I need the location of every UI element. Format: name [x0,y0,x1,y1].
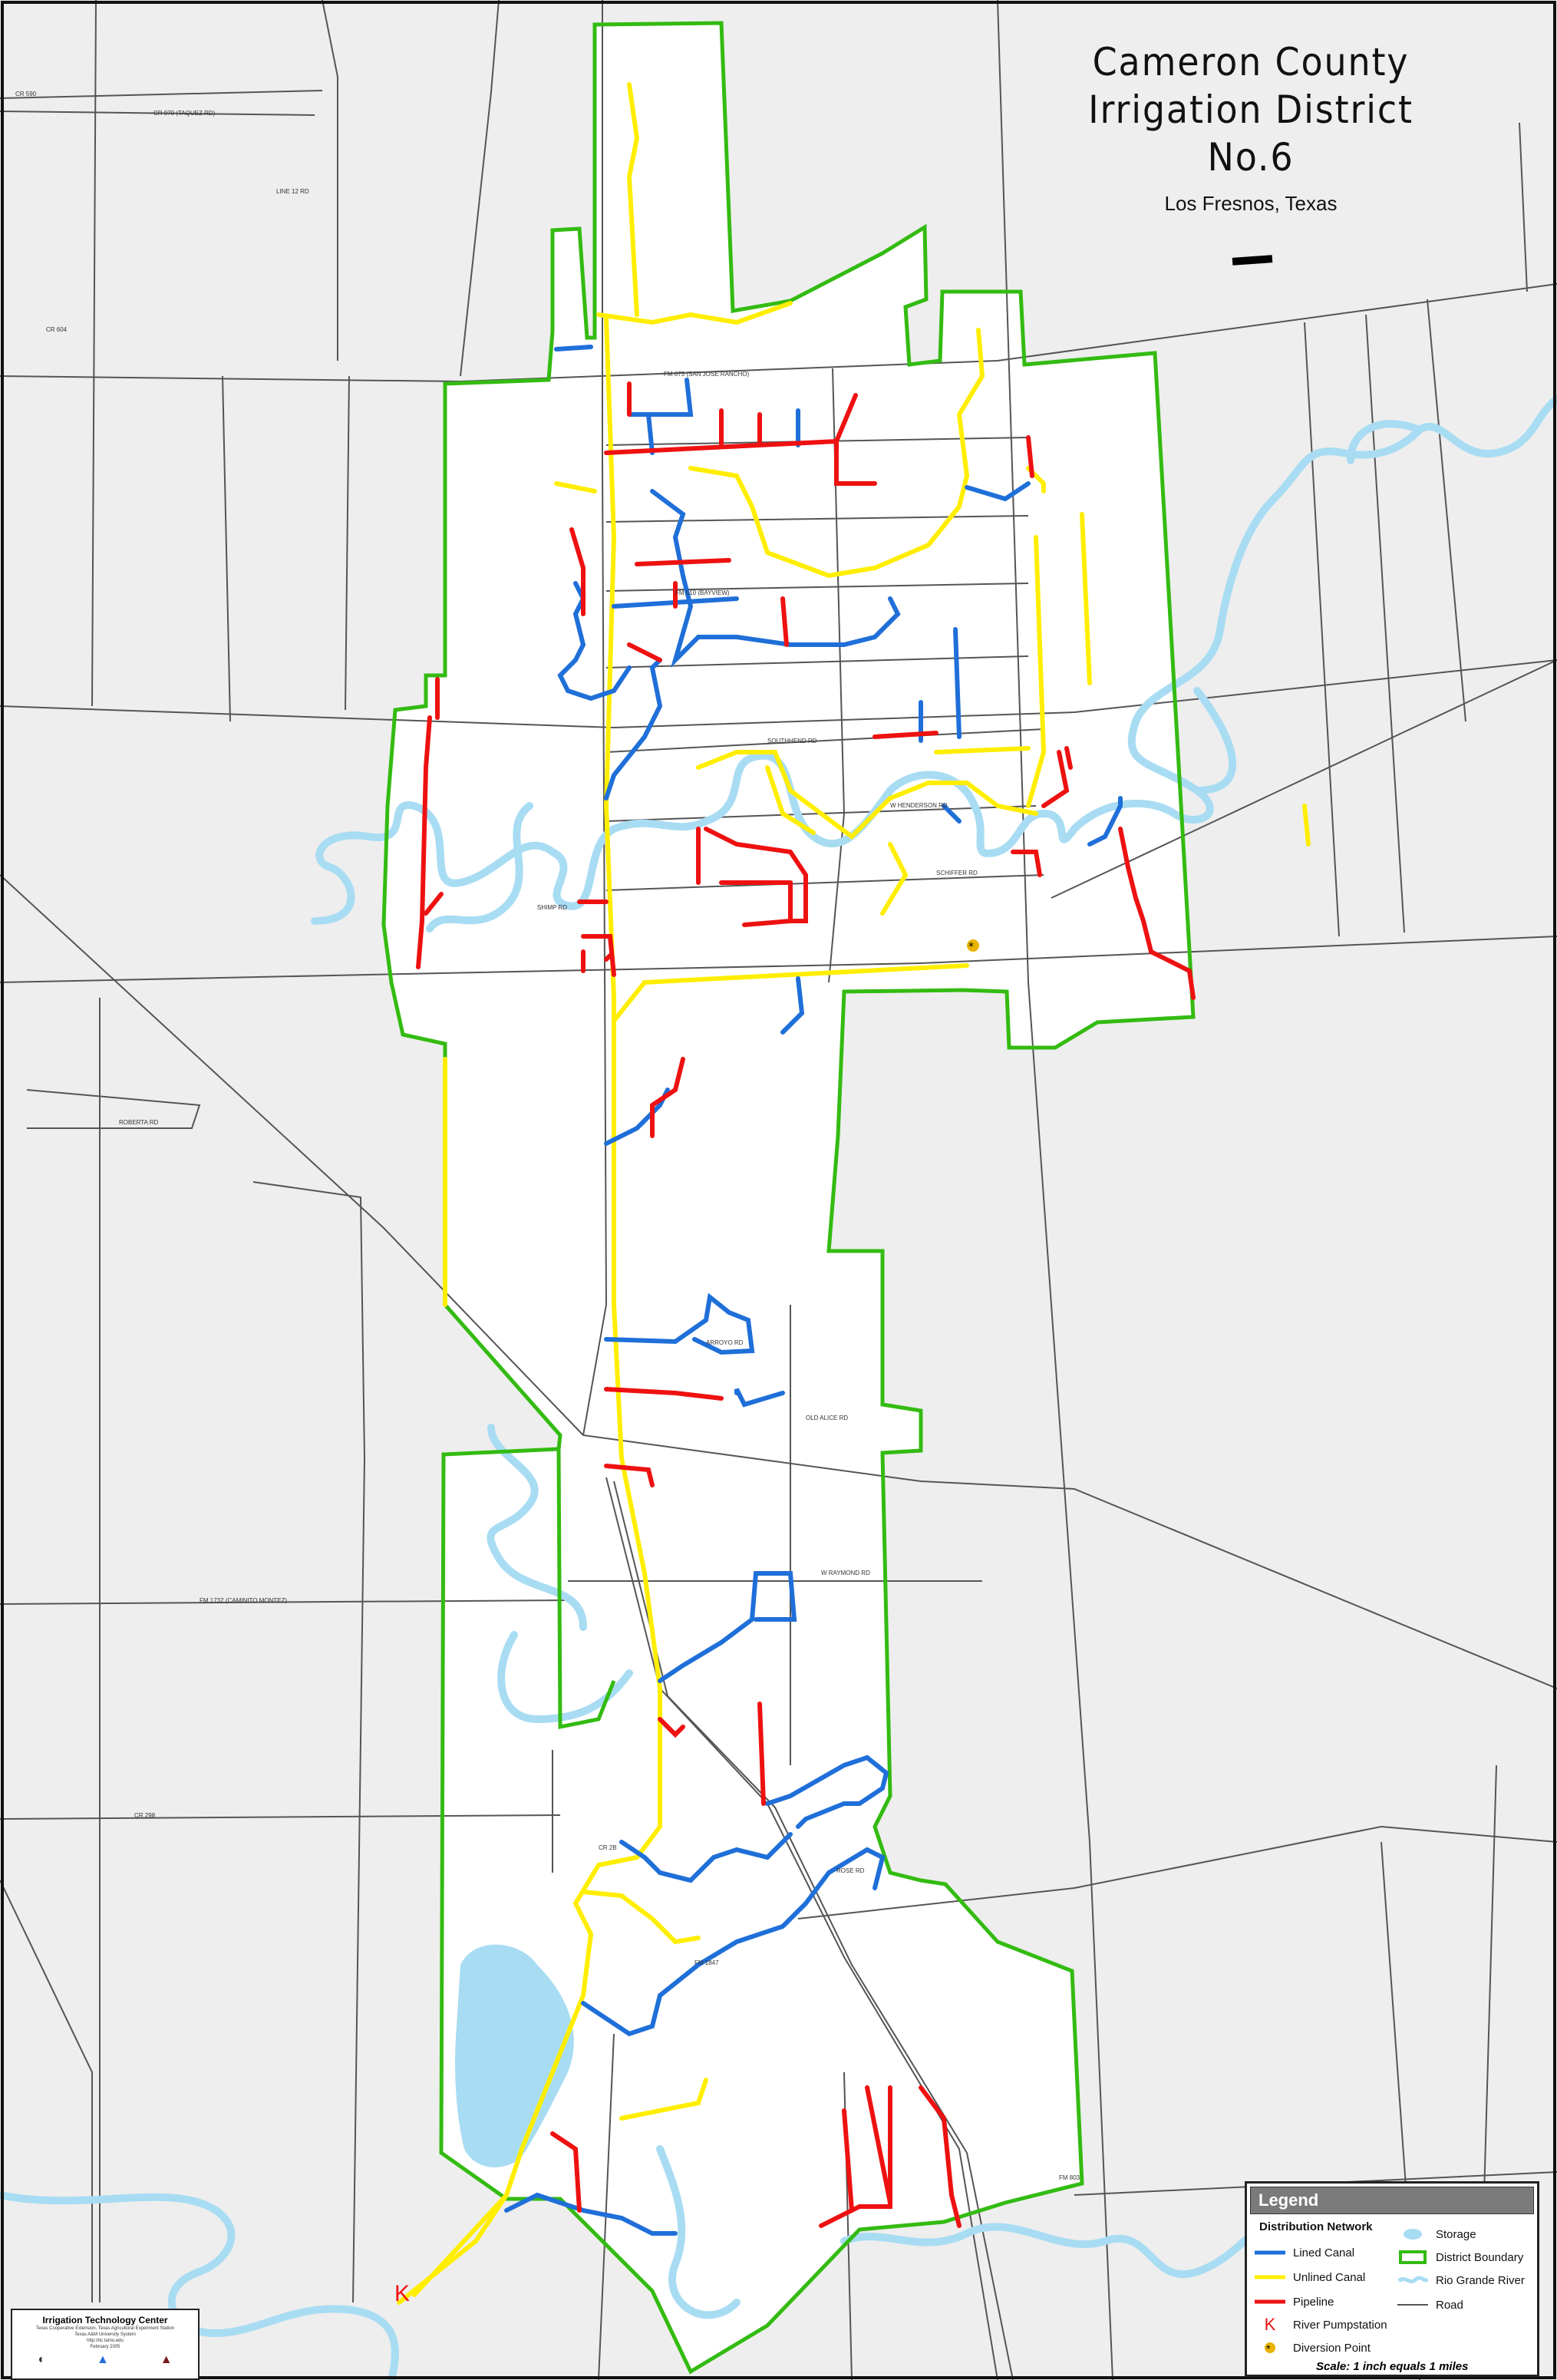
legend-label: Unlined Canal [1293,2270,1366,2284]
road-label: LINE 12 RD [276,188,309,195]
pipelines [416,381,1196,2228]
road-label: CR 590 [15,91,37,97]
map-title-line-1: Cameron County [1092,40,1410,84]
agency-logos: ◐ ▲ ▲ [12,2353,198,2367]
district-boundary-south [556,1448,616,1730]
road-label: OLD ALICE RD [806,1414,848,1421]
legend-heading: Legend [1250,2187,1534,2214]
road-label: SHIMP RD [537,904,567,911]
legend-item-road: Road [1397,2297,1463,2312]
texas-extension-logo-icon: ◐ [38,2353,46,2366]
legend-label: Pipeline [1293,2295,1334,2309]
legend-label: Storage [1436,2227,1476,2241]
credit-line: http://itc.tamu.edu [87,2339,124,2343]
legend-item-diversion-point: * Diversion Point [1255,2340,1371,2355]
unlined-canals [397,82,1311,2305]
road-label: ROSE RD [836,1867,865,1874]
storage-reservoir [455,1944,574,2167]
district-boundary [381,21,1196,2375]
road-label: SOUTHHEND RD [767,738,817,744]
unlined-canal-swatch-icon [1255,2269,1285,2285]
legend-label: District Boundary [1436,2250,1524,2264]
road-label: ROBERTA RD [119,1119,158,1126]
road-label: CR 298 [134,1812,156,1819]
road-labels: CR 590 CR 970 (TAQUEZ RD) LINE 12 RD CR … [15,91,1080,2181]
legend-item-rio-grande-river: Rio Grande River [1397,2273,1525,2288]
legend-label: Rio Grande River [1436,2273,1525,2287]
road-label: FM 510 (BAYVIEW) [675,589,730,596]
map-subtitle: Los Fresnos, Texas [1164,192,1338,215]
tamu-logo-icon: ▲ [160,2353,173,2366]
road-swatch-icon [1397,2297,1428,2312]
credit-line: Texas Cooperative Extension, Texas Agric… [35,2326,175,2331]
legend-label: Diversion Point [1293,2341,1371,2355]
map-title-block: Cameron County Irrigation District No.6 … [1021,38,1481,216]
map-scale: Scale: 1 inch equals 1 miles [1316,2360,1469,2373]
road-label: CR 2B [599,1844,617,1851]
credit-line: Texas A&M University System [74,2332,136,2337]
legend-subheading: Distribution Network [1259,2220,1373,2233]
road-label: FM 803 [1059,2174,1080,2181]
credit-box: Irrigation Technology Center Texas Coope… [11,2309,200,2380]
svg-text:*: * [1266,2342,1271,2355]
legend-label: Lined Canal [1293,2246,1355,2260]
storage-swatch-icon [1397,2227,1428,2242]
river-swatch-icon [1397,2273,1428,2288]
pumpstation-icon: K [1264,2315,1276,2334]
legend-label: Road [1436,2298,1463,2312]
road-label: FM 1732 (CAMINITO MONTEZ) [200,1597,287,1604]
water-drop-logo-icon: ▲ [96,2353,109,2366]
road-label: ARROYO RD [706,1339,744,1346]
river-pumpstation-marker: K [394,2281,410,2306]
diversion-point-marker: * [967,939,979,953]
road-label: FM 1847 [694,1959,719,1966]
svg-text:*: * [968,941,974,953]
pipeline-swatch-icon [1255,2294,1285,2309]
legend-item-unlined-canal: Unlined Canal [1255,2269,1365,2285]
road-label: FM 673 (SAN JOSE RANCHO) [664,371,749,378]
svg-text:K: K [394,2281,410,2306]
legend-label: River Pumpstation [1293,2318,1387,2332]
district-interior [384,23,1193,2372]
lined-canals [504,345,1123,2236]
boundary-swatch-icon [1397,2250,1428,2265]
road-label: CR 970 (TAQUEZ RD) [153,110,216,117]
diversion-point-icon: * [1255,2340,1285,2355]
road-label: W RAYMOND RD [821,1570,870,1576]
road-label: CR 604 [46,326,68,333]
legend-item-storage: Storage [1397,2227,1476,2242]
legend-panel: Legend Distribution Network Lined Canal … [1245,2181,1539,2377]
lined-canal-swatch-icon [1255,2245,1285,2260]
road-label: SCHIFFER RD [936,870,978,876]
credit-title: Irrigation Technology Center [42,2315,168,2326]
legend-item-lined-canal: Lined Canal [1255,2245,1354,2260]
legend-item-pipeline: Pipeline [1255,2294,1334,2309]
road-label: W HENDERSON RD [890,802,948,809]
credit-line: February 2005 [90,2345,120,2349]
legend-item-river-pumpstation: K River Pumpstation [1255,2315,1387,2334]
legend-item-district-boundary: District Boundary [1397,2250,1523,2265]
map-title-line-2: Irrigation District No.6 [1088,87,1414,180]
